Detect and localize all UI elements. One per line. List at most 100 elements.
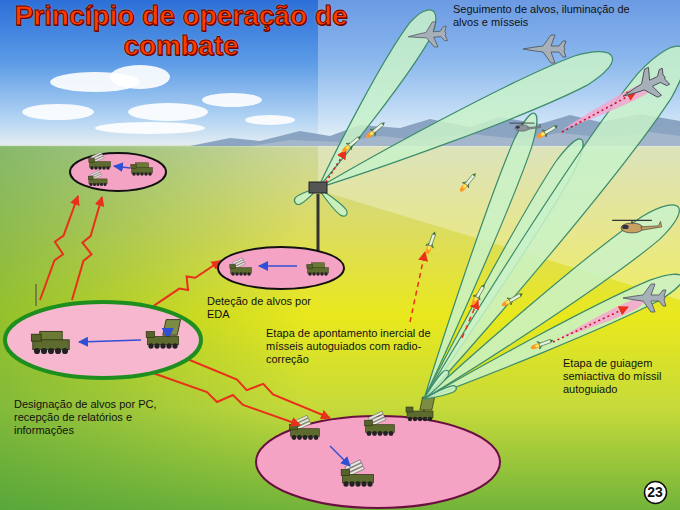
vehicle-icon [102,166,106,170]
missile-icon [372,123,383,133]
radar-beam [424,205,679,399]
missile-icon [340,133,364,155]
cloud [95,122,205,134]
helicopter-icon [622,225,629,229]
vehicle-icon [372,431,377,436]
vehicle-icon [96,183,99,186]
vehicle-icon [136,172,140,176]
vehicle-icon [413,417,417,421]
vehicle-icon [324,272,328,276]
vehicle-icon [341,470,349,476]
missile-icon [530,336,555,352]
vehicle-icon [316,272,320,276]
unit-caption: Designação de alvos por PC, recepção de … [14,398,179,438]
vehicle-icon [89,183,92,186]
missile-icon [382,121,386,125]
vehicle-icon [140,172,144,176]
helicopter-icon [631,220,632,223]
vehicle-icon [343,481,348,486]
title-anchor: Princípio de operação de combate [6,1,356,61]
aircraft-icon [623,284,666,312]
page-number: 23 [643,480,668,505]
vehicle-icon [308,272,312,276]
link-arrow [259,265,297,267]
radio-link [40,196,78,300]
vehicle-icon [365,420,373,426]
vehicle-icon [383,431,388,436]
vehicle-icon [172,343,177,348]
missile-icon [469,282,488,307]
vehicle-icon [349,481,354,486]
guidance-path [562,92,636,132]
vehicle-icon [308,435,313,440]
cloud [245,115,295,125]
missile-icon [542,129,549,137]
unit-caption: Deteção de alvos por EDA [207,295,335,321]
diagram-title: Princípio de operação de combate [6,1,356,61]
guidance-path [553,307,628,342]
vehicle-icon [154,343,159,348]
label-anchor: Etapa de guiagem semiactiva do míssil au… [563,357,675,397]
cloud [128,103,208,121]
vehicle-icon [131,163,153,176]
vehicle-icon [297,435,302,440]
unit-area [256,416,500,508]
stage-note: Seguimento de alvos, iluminação de alvos… [453,3,638,29]
cloud [110,65,170,89]
missile-icon [535,122,560,141]
vehicle-icon [367,481,372,486]
vehicle-icon [146,320,180,349]
vehicle-icon [103,183,106,186]
missile-icon [507,297,514,305]
unit-area [70,153,166,191]
vehicle-icon [423,417,427,421]
vehicle-icon [428,417,432,421]
link-arrow [330,446,350,466]
vehicle-icon [361,481,366,486]
missile-icon [473,293,481,300]
vehicle-icon [312,272,316,276]
link-arrow [114,166,130,168]
vehicle-icon [320,272,324,276]
missile-icon [346,142,353,150]
detection-unit: Deteção de alvos por EDA [217,246,345,290]
vehicle-icon [94,166,98,170]
number-circle [644,481,666,503]
missile-icon [509,294,521,303]
vehicle-icon [290,424,298,430]
missile-icon [473,172,477,176]
vehicle-icon [163,320,181,336]
vehicle-icon [100,183,103,186]
aircraft-icon [407,21,448,49]
cloud [202,93,262,107]
vehicle-icon [292,435,297,440]
missile-icon [428,234,435,246]
helicopter-icon [515,125,529,131]
missile-icon [537,341,543,350]
missile-icon [519,292,523,296]
helicopter-icon [528,124,541,130]
missile-icon [348,137,359,147]
radar-beam [424,274,680,399]
vehicle-icon [230,258,252,276]
label-anchor: Seguimento de alvos, iluminação de alvos… [453,3,638,29]
guidance-path [462,300,478,338]
vehicle-icon [418,417,422,421]
vehicle-icon [93,183,96,186]
missile-icon [433,231,437,235]
vehicle-icon [148,172,152,176]
radar-mast [317,194,320,258]
aircraft-icon [523,35,566,63]
radar-beam [424,386,456,399]
vehicle-icon [341,460,373,487]
vehicle-icon [146,332,154,338]
stage-note: Etapa de guiagem semiactiva do míssil au… [563,357,675,397]
missile-icon [426,242,435,248]
helicopter-icon [509,123,541,131]
vehicle-icon [389,431,394,436]
vehicle-icon [41,348,47,354]
missile-icon [550,338,554,342]
